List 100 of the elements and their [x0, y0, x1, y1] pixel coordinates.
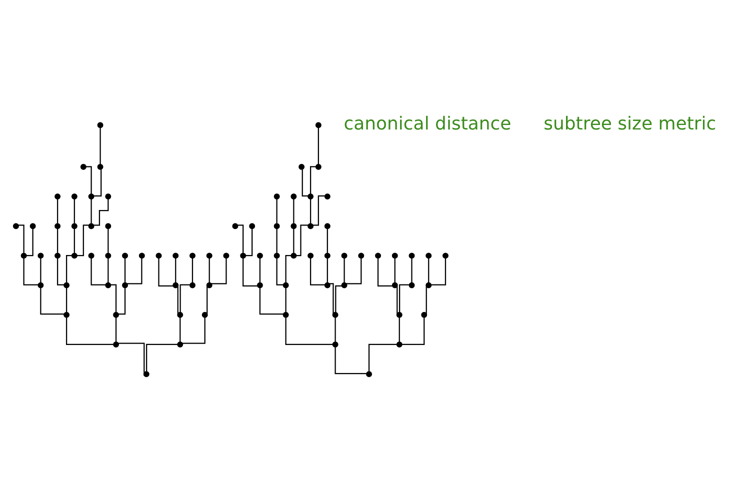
connector — [146, 343, 178, 371]
connector — [344, 258, 345, 282]
node-dot — [122, 252, 128, 258]
node-dot — [332, 340, 338, 347]
connector — [377, 258, 392, 286]
connector — [335, 284, 342, 312]
connector — [242, 258, 258, 286]
connector — [285, 317, 333, 344]
connector — [293, 228, 294, 252]
node-dot — [71, 222, 78, 229]
label: subtree size metric — [544, 112, 716, 134]
connector — [246, 228, 253, 256]
connector — [192, 258, 194, 282]
node-dot — [358, 252, 364, 258]
connector — [56, 198, 58, 223]
node-dot — [232, 222, 238, 229]
connector — [211, 258, 227, 284]
node-dot — [71, 252, 78, 258]
connector — [259, 258, 261, 282]
connector — [100, 127, 101, 164]
connector — [23, 258, 38, 285]
node-dot — [324, 282, 330, 288]
connector — [285, 254, 292, 282]
connector — [90, 198, 92, 223]
connector — [40, 258, 42, 282]
node-dot — [113, 340, 120, 347]
connector — [76, 224, 89, 256]
node-dot — [12, 222, 19, 229]
node-dot — [290, 193, 297, 199]
connector — [318, 127, 319, 164]
node-dot — [274, 193, 280, 199]
connector — [118, 287, 126, 314]
node-dot — [54, 193, 61, 199]
connector — [94, 198, 109, 226]
connector — [180, 316, 181, 342]
node-dot — [54, 252, 61, 258]
connector — [115, 316, 117, 342]
node-dot — [206, 252, 212, 258]
connector — [108, 228, 109, 252]
node-dot — [38, 282, 44, 288]
node-dot — [88, 222, 94, 229]
connector — [285, 287, 286, 312]
node-dot — [396, 340, 402, 347]
node-dot — [324, 252, 330, 258]
connector — [206, 286, 208, 314]
connector — [90, 258, 106, 285]
node-dot — [113, 311, 120, 318]
connector — [238, 224, 244, 252]
node-dot — [97, 122, 104, 128]
connector — [208, 258, 210, 282]
connector — [334, 346, 366, 374]
connector — [398, 316, 400, 342]
node-dot — [366, 370, 372, 377]
node-dot — [105, 282, 112, 288]
node-dot — [274, 222, 280, 229]
connector — [276, 258, 284, 285]
connector — [56, 228, 58, 252]
connector — [399, 284, 409, 312]
connector — [426, 286, 427, 314]
node-dot — [308, 252, 314, 258]
node-dot — [156, 252, 162, 258]
node-dot — [290, 252, 297, 258]
node-dot — [282, 282, 289, 288]
node-dot — [202, 311, 208, 318]
node-dot — [240, 252, 246, 258]
node-dot — [30, 222, 36, 229]
connector — [368, 343, 397, 371]
connector — [396, 286, 398, 314]
connector — [175, 258, 176, 282]
node-dot — [341, 252, 348, 258]
node-dot — [298, 163, 305, 170]
connector — [346, 258, 362, 284]
node-dot — [38, 252, 44, 258]
connector — [118, 342, 145, 372]
node-dot — [206, 282, 212, 288]
connector — [394, 258, 396, 282]
connector — [293, 198, 294, 223]
connector — [411, 258, 412, 282]
node-dot — [172, 282, 179, 288]
node-dot — [88, 193, 94, 199]
connector — [127, 258, 142, 284]
connector — [40, 287, 64, 314]
node-dot — [341, 282, 348, 288]
node-dot — [282, 311, 289, 318]
node-dot — [290, 222, 297, 229]
connector — [182, 317, 206, 344]
connector — [276, 228, 278, 252]
node-dot — [105, 252, 112, 258]
node-dot — [177, 340, 184, 347]
connector — [402, 317, 425, 344]
connector — [86, 166, 92, 194]
connector — [276, 198, 278, 223]
node-dot — [143, 370, 150, 377]
node-dot — [80, 163, 86, 170]
node-dot — [64, 311, 70, 318]
node-dot — [332, 311, 338, 318]
node-dot — [421, 311, 428, 318]
connector — [180, 284, 190, 312]
node-dot — [223, 252, 230, 258]
label: canonical distance — [344, 112, 512, 134]
